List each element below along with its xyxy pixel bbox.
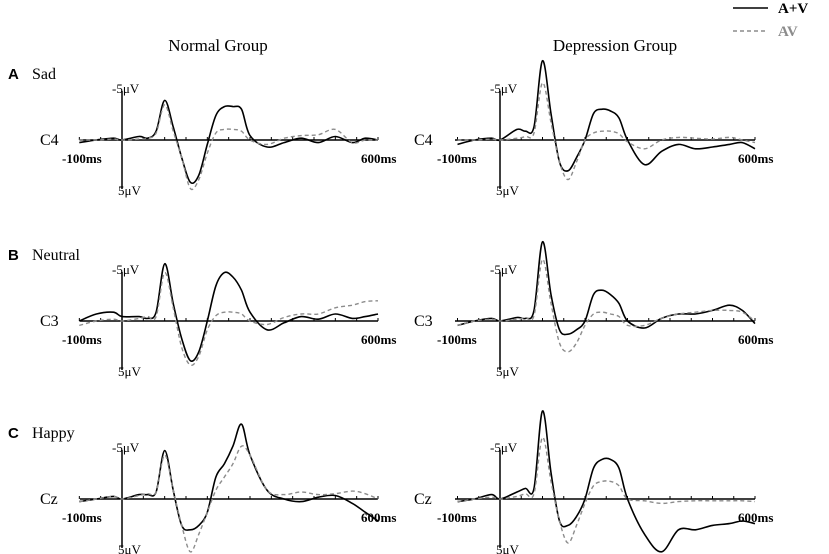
- electrode-label: C3: [414, 313, 433, 330]
- electrode-label: C4: [414, 132, 433, 149]
- x-tick-start: -100ms: [62, 151, 102, 166]
- x-tick-start: -100ms: [437, 151, 477, 166]
- legend-label-dashed: AV: [778, 24, 798, 40]
- series-line-av: [457, 436, 756, 544]
- series-line-av: [79, 271, 379, 366]
- row-letter-b: B: [8, 247, 19, 264]
- series-line-a-plus-v: [457, 410, 756, 553]
- row-label-sad: Sad: [32, 66, 56, 83]
- y-tick-pos: 5μV: [118, 542, 141, 554]
- x-tick-end: 600ms: [738, 151, 773, 166]
- y-tick-pos: 5μV: [118, 364, 141, 379]
- x-tick-start: -100ms: [437, 510, 477, 525]
- series-line-av: [79, 445, 379, 553]
- electrode-label: C3: [40, 313, 59, 330]
- series-line-a-plus-v: [457, 240, 756, 336]
- series-line-a-plus-v: [79, 99, 379, 185]
- row-letter-c: C: [8, 425, 19, 442]
- y-tick-neg: -5μV: [490, 262, 518, 277]
- y-tick-neg: -5μV: [112, 440, 140, 455]
- y-tick-pos: 5μV: [496, 542, 519, 554]
- legend: A+V AV: [733, 1, 808, 40]
- x-tick-end: 600ms: [361, 332, 396, 347]
- x-tick-start: -100ms: [62, 510, 102, 525]
- erp-panel-happy-depression: Cz -5μV 5μV -100ms 600ms: [414, 410, 773, 554]
- y-tick-neg: -5μV: [490, 81, 518, 96]
- x-tick-end: 600ms: [361, 151, 396, 166]
- row-label-neutral: Neutral: [32, 247, 81, 264]
- y-tick-pos: 5μV: [496, 364, 519, 379]
- series-line-a-plus-v: [457, 59, 756, 172]
- x-tick-start: -100ms: [62, 332, 102, 347]
- series-line-a-plus-v: [78, 262, 379, 362]
- erp-panel-happy-normal: Cz -5μV 5μV -100ms 600ms: [40, 423, 396, 554]
- x-tick-start: -100ms: [437, 332, 477, 347]
- x-tick-end: 600ms: [361, 510, 396, 525]
- x-tick-end: 600ms: [738, 332, 773, 347]
- y-tick-pos: 5μV: [118, 183, 141, 198]
- series-line-a-plus-v: [79, 423, 379, 531]
- series-line-av: [79, 104, 379, 191]
- y-tick-neg: -5μV: [490, 440, 518, 455]
- electrode-label: Cz: [40, 491, 58, 508]
- column-title-depression: Depression Group: [553, 36, 677, 55]
- x-tick-end: 600ms: [738, 510, 773, 525]
- y-tick-neg: -5μV: [112, 262, 140, 277]
- erp-panel-sad-normal: C4 -5μV 5μV -100ms 600ms: [40, 81, 396, 198]
- y-tick-pos: 5μV: [496, 183, 519, 198]
- legend-label-solid: A+V: [778, 1, 808, 17]
- y-tick-neg: -5μV: [112, 81, 140, 96]
- erp-panel-neutral-normal: C3 -5μV 5μV -100ms 600ms: [40, 262, 396, 379]
- erp-panel-sad-depression: C4 -5μV 5μV -100ms 600ms: [414, 59, 773, 198]
- series-line-av: [457, 82, 756, 181]
- row-label-happy: Happy: [32, 425, 75, 442]
- column-title-normal: Normal Group: [168, 36, 268, 55]
- erp-panel-neutral-depression: C3 -5μV 5μV -100ms 600ms: [414, 240, 773, 379]
- electrode-label: C4: [40, 132, 59, 149]
- electrode-label: Cz: [414, 491, 432, 508]
- row-letter-a: A: [8, 66, 19, 83]
